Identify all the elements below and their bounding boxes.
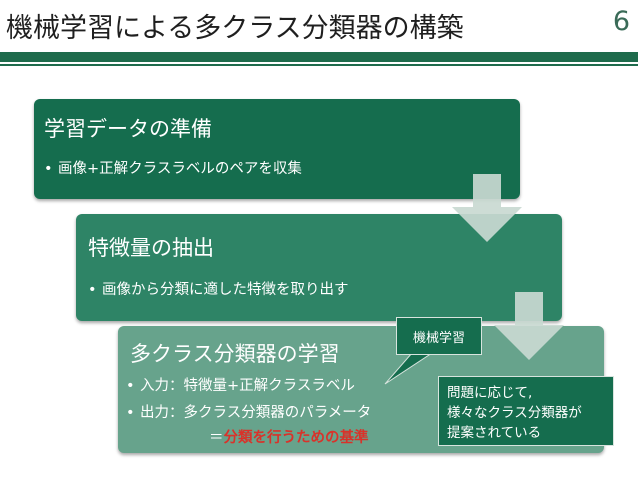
bullet-text: 出力：多クラス分類器のパラメータ [140, 405, 372, 421]
step-heading: 特徴量の抽出 [88, 236, 214, 260]
callout-line: 問題に応じて, [447, 385, 533, 401]
step-bullet-continuation: ＝分類を行うための基準 [126, 426, 369, 447]
step-box-data-preparation: 学習データの準備 • 画像+正解クラスラベルのペアを収集 [34, 99, 520, 199]
slide-title: 機械学習による多クラス分類器の構築 [6, 13, 464, 44]
callout-line: 提案されている [447, 425, 542, 441]
step-bullet: • 出力：多クラス分類器のパラメータ [126, 401, 371, 422]
callout-classifier-note: 問題に応じて, 様々なクラス分類器が 提案されている [438, 376, 614, 446]
title-rule-thin [0, 64, 638, 66]
step-heading: 多クラス分類器の学習 [130, 342, 340, 366]
bullet-symbol: • [88, 282, 97, 298]
callout-machine-learning: 機械学習 [396, 317, 482, 355]
step-bullet: • 画像+正解クラスラベルのペアを収集 [44, 157, 302, 178]
page-number: 6 [612, 6, 630, 37]
bullet-text: 入力：特徴量+正解クラスラベル [140, 378, 355, 394]
bullet-symbol: • [44, 161, 53, 177]
continuation-prefix: ＝ [209, 430, 224, 446]
step-bullet: • 画像から分類に適した特徴を取り出す [88, 278, 349, 299]
emphasis-text: 分類を行うための基準 [223, 430, 369, 446]
down-arrow-icon [494, 292, 564, 360]
bullet-text: 画像+正解クラスラベルのペアを収集 [58, 161, 302, 177]
bullet-text: 画像から分類に適した特徴を取り出す [102, 282, 349, 298]
bullet-symbol: • [126, 405, 135, 421]
step-heading: 学習データの準備 [44, 117, 212, 141]
callout-line: 様々なクラス分類器が [447, 405, 582, 421]
step-bullet: • 入力：特徴量+正解クラスラベル [126, 374, 355, 395]
down-arrow-icon [452, 174, 522, 242]
title-rule-thick [0, 52, 638, 62]
bullet-symbol: • [126, 378, 135, 394]
